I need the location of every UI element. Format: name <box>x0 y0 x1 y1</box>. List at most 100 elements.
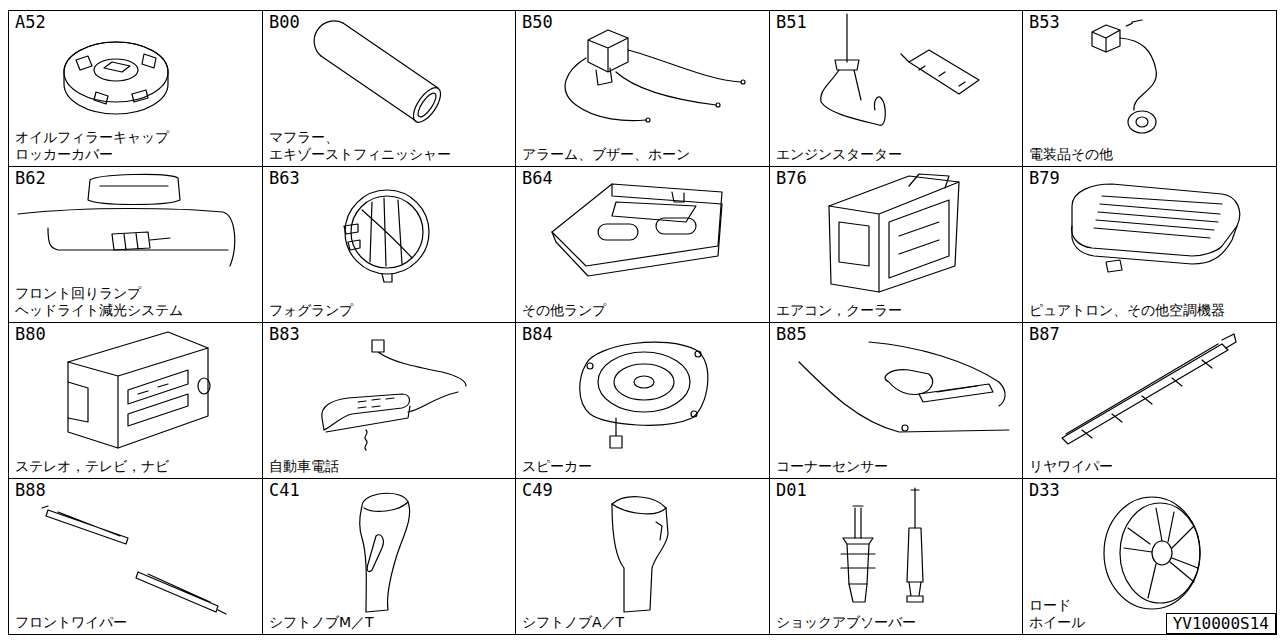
stereo-figure-stroke <box>68 382 88 422</box>
road-wheel-figure-stroke <box>1152 541 1172 565</box>
air-conditioner-figure <box>829 174 959 292</box>
shift-knob-at-figure <box>612 497 668 612</box>
shock-absorber-figure-stroke <box>841 554 875 568</box>
car-phone-figure-stroke <box>372 340 466 386</box>
shift-knob-at-figure-stroke <box>656 522 662 540</box>
shock-absorber-figure-stroke <box>847 544 869 584</box>
fog-lamp-figure-stroke <box>345 190 429 274</box>
corner-sensor-figure-stroke <box>799 362 1009 432</box>
part-name: 自動車電話 <box>269 458 339 475</box>
shift-knob-mt-figure-stroke <box>367 535 383 572</box>
room-lamp-figure-stroke <box>612 202 696 222</box>
part-code: B63 <box>269 168 300 188</box>
air-conditioner-figure-stroke <box>909 174 949 188</box>
stereo-figure <box>68 332 210 448</box>
part-code: B85 <box>776 324 807 344</box>
part-name: シフトノブM／T <box>269 614 374 631</box>
front-lamp-figure-stroke <box>18 209 235 267</box>
part-name: エンジンスターター <box>776 146 902 163</box>
stereo-figure-stroke <box>128 370 188 426</box>
front-lamp-figure-stroke <box>88 174 180 204</box>
catalog-cell: D33ロード ホイール <box>1022 478 1277 635</box>
front-lamp-figure-stroke <box>150 238 170 240</box>
shift-knob-mt-figure-stroke <box>364 502 408 511</box>
fog-lamp-figure-stroke <box>382 274 392 282</box>
part-code: B80 <box>15 324 46 344</box>
part-code: B83 <box>269 324 300 344</box>
engine-starter-figure-stroke <box>835 14 859 70</box>
part-name: マフラー、 エキゾーストフィニッシャー <box>269 129 494 163</box>
part-code: A52 <box>15 12 46 32</box>
shock-absorber-figure-stroke <box>907 528 923 582</box>
front-lamp-figure-stroke <box>48 228 228 250</box>
part-code: B62 <box>15 168 46 188</box>
part-code: B87 <box>1029 324 1060 344</box>
corner-sensor-figure-stroke <box>902 425 908 431</box>
part-code: D01 <box>776 480 807 500</box>
alarm-figure-stroke <box>616 72 716 105</box>
alarm-figure-stroke <box>716 103 720 107</box>
catalog-cell: C41 シフトノブM／T <box>262 478 516 635</box>
oil-cap-figure-stroke <box>104 62 130 72</box>
part-name: ショックアブソーバー <box>776 614 916 631</box>
part-name: ロード ホイール <box>1029 597 1099 631</box>
corner-sensor-figure-stroke <box>885 370 933 395</box>
stereo-figure-stroke <box>68 348 208 448</box>
road-wheel-figure-stroke <box>1104 497 1200 609</box>
corner-sensor-figure-stroke <box>937 386 977 392</box>
catalog-cell: B80 ステレオ，テレビ，ナビ <box>8 322 263 479</box>
part-name: コーナーセンサー <box>776 458 888 475</box>
oil-cap-figure <box>64 42 168 114</box>
part-name: リヤワイパー <box>1029 458 1113 475</box>
engine-starter-figure-stroke <box>919 66 965 86</box>
front-wiper-figure <box>42 506 226 614</box>
air-purifier-figure-stroke <box>1072 226 1237 264</box>
oil-cap-figure-stroke <box>94 59 138 81</box>
air-purifier-figure <box>1072 184 1240 272</box>
alarm-figure-stroke <box>565 58 646 121</box>
room-lamp-figure <box>552 184 722 276</box>
speaker-figure-stroke <box>634 376 654 388</box>
corner-sensor-figure <box>799 342 1009 432</box>
road-wheel-figure-stroke <box>1128 512 1198 568</box>
fog-lamp-figure-stroke <box>362 198 412 266</box>
air-conditioner-figure-stroke <box>829 182 959 292</box>
catalog-cell: B51エンジンスターター <box>769 10 1023 167</box>
stereo-figure-stroke <box>138 384 168 394</box>
shift-knob-at-figure-stroke <box>612 504 666 514</box>
car-phone-figure-stroke <box>326 406 410 432</box>
rear-wiper-figure-stroke <box>1222 334 1236 348</box>
speaker-figure-stroke <box>580 342 708 425</box>
corner-sensor-figure-stroke <box>919 384 993 402</box>
front-wiper-figure-stroke <box>46 510 128 544</box>
engine-starter-figure-stroke <box>901 54 909 62</box>
alarm-figure <box>565 30 745 122</box>
engine-starter-figure-stroke <box>854 70 861 100</box>
speaker-figure-stroke <box>587 363 593 369</box>
catalog-cell: B83 自動車電話 <box>262 322 516 479</box>
part-code: B84 <box>522 324 553 344</box>
room-lamp-figure-stroke <box>672 192 684 202</box>
rear-wiper-figure-stroke <box>1066 344 1218 438</box>
engine-starter-figure-stroke <box>909 50 979 94</box>
rear-wiper-figure <box>1062 334 1236 444</box>
part-code: C41 <box>269 480 300 500</box>
part-name: 電装品その他 <box>1029 146 1113 163</box>
shock-absorber-figure-stroke <box>907 582 923 602</box>
part-name: シフトノブA／T <box>522 614 624 631</box>
muffler-figure-stroke <box>408 83 445 126</box>
electrical-part-figure-stroke <box>1092 25 1120 52</box>
catalog-cell: B63フォグランプ <box>262 166 516 323</box>
alarm-figure-stroke <box>741 80 745 84</box>
rear-wiper-figure-stroke <box>1062 344 1228 444</box>
electrical-part-figure-stroke <box>1128 111 1156 133</box>
catalog-cell: A52オイルフィラーキャップ ロッカーカバー <box>8 10 263 167</box>
air-purifier-figure-stroke <box>1072 184 1240 256</box>
part-name: アラーム、ブザー、ホーン <box>522 146 690 163</box>
part-code: B88 <box>15 480 46 500</box>
shock-absorber-figure-stroke <box>853 506 863 538</box>
air-conditioner-figure-stroke <box>889 200 949 278</box>
shock-absorber-figure <box>841 488 923 602</box>
part-name: ステレオ，テレビ，ナビ <box>15 458 169 475</box>
speaker-figure-stroke <box>695 351 701 357</box>
